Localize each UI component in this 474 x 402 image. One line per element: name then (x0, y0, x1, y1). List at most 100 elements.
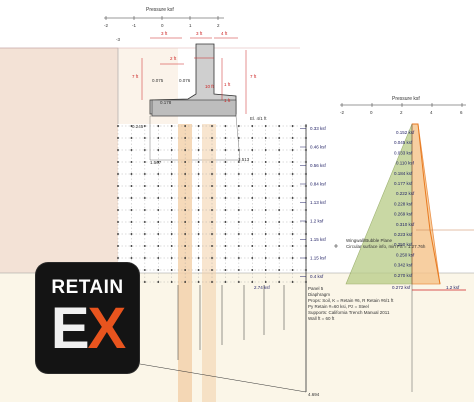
grid-node (224, 233, 227, 235)
grid-node (251, 137, 254, 139)
grid-node (264, 125, 267, 127)
grid-node (237, 197, 240, 199)
top-tick-2: 0 (161, 23, 164, 28)
dim-10ft: 10 ft (205, 84, 215, 89)
grid-node (251, 161, 254, 163)
pressure-label-left: 0.33 ksf (310, 126, 327, 131)
grid-node (291, 209, 294, 211)
pressure-label-right: 0.045 ksf (394, 140, 413, 145)
grid-node (291, 185, 294, 187)
grid-node (251, 197, 254, 199)
pressure-label-left: 1.15 ksf (310, 237, 327, 242)
grid-node (264, 257, 267, 259)
grid-node (117, 149, 119, 151)
grid-node (157, 137, 160, 139)
grid-node (143, 149, 146, 151)
info-line-6: Wall ft = 60 ft (308, 316, 335, 321)
right-tick-1: 0 (370, 110, 373, 115)
grid-node (157, 257, 160, 259)
grid-node (143, 209, 146, 211)
grid-node (117, 173, 119, 175)
grid-node (197, 161, 200, 163)
grid-node (264, 269, 267, 271)
grid-node (237, 125, 240, 127)
grid-node (278, 161, 281, 163)
grid-node (117, 197, 119, 199)
grid-node (130, 209, 133, 211)
grid-node (157, 173, 160, 175)
net-pressure-curve (412, 123, 441, 285)
logo-big-text: EX (36, 297, 139, 361)
wall-label-4: 0.245 (132, 124, 144, 129)
dim-7ft-b: 7 ft (250, 74, 257, 79)
grid-node (197, 233, 200, 235)
grid-node (130, 149, 133, 151)
grid-node (143, 173, 146, 175)
right-tick-3: 4 (430, 110, 433, 115)
grid-node (170, 173, 173, 175)
grid-node (211, 269, 213, 271)
grid-node (211, 137, 213, 139)
grid-node (197, 197, 200, 199)
grid-node (224, 257, 227, 259)
grid-node (251, 245, 254, 247)
grid-node (291, 269, 294, 271)
dim-2ft: 2 ft (170, 56, 177, 61)
grid-node (224, 161, 227, 163)
grid-node (224, 281, 227, 283)
grid-node (170, 185, 173, 187)
logo-top-text: RETAIN (51, 277, 124, 298)
grid-node (251, 209, 254, 211)
pressure-label-left: 0.56 ksf (310, 163, 327, 168)
right-axis-title: Pressure ksf (392, 96, 420, 102)
footing-pressure-zone (149, 115, 241, 161)
annotation-line-2: Circular surface info, min FS = 1.27.76h (346, 244, 426, 249)
pressure-label-left: 1.2 ksf (310, 219, 324, 224)
grid-node (291, 281, 294, 283)
pressure-label-right: 0.269 ksf (394, 212, 413, 217)
pressure-label-right: 0.184 ksf (394, 171, 413, 176)
grid-node (291, 245, 294, 247)
grid-node (237, 209, 240, 211)
pressure-label-right: 0.152 ksf (396, 130, 415, 135)
wall-label-6: 1.513 (238, 157, 250, 162)
grid-node (117, 245, 119, 247)
grid-node (157, 233, 160, 235)
grid-node (224, 245, 227, 247)
grid-node (211, 221, 213, 223)
pressure-label-right: 0.250 ksf (394, 242, 413, 247)
grid-node (130, 221, 133, 223)
grid-node (278, 269, 281, 271)
bottom-right-value: 1.2 ksf (446, 285, 460, 290)
grid-node (224, 173, 227, 175)
wall-label-2: 0.076 (179, 78, 191, 83)
grid-node (170, 209, 173, 211)
grid-node (197, 281, 200, 283)
grid-node (130, 137, 133, 139)
grid-node (143, 161, 146, 163)
info-line-3: Props: Soil, K = Retain #6, R Retain #6/… (308, 298, 394, 303)
grid-node (184, 125, 187, 127)
grid-node (251, 173, 254, 175)
grid-node (237, 269, 240, 271)
grid-node (224, 149, 227, 151)
grid-node (170, 221, 173, 223)
grid-node (278, 257, 281, 259)
dim-3ft-right: 3 ft (196, 31, 203, 36)
grid-node (130, 257, 133, 259)
grid-node (264, 281, 267, 283)
soil-left-region (0, 48, 118, 273)
grid-node (251, 185, 254, 187)
grid-node (251, 233, 254, 235)
pile-shadow-right (202, 124, 216, 402)
grid-node (211, 161, 213, 163)
info-line-2: Diaphragm (308, 292, 330, 297)
pressure-label-right: 0.342 ksf (394, 263, 413, 268)
dim-7ft: 7 ft (132, 74, 139, 79)
grid-node (251, 281, 254, 283)
grid-node (278, 185, 281, 187)
grid-node (237, 245, 240, 247)
grid-node (278, 137, 281, 139)
grid-node (143, 281, 146, 283)
